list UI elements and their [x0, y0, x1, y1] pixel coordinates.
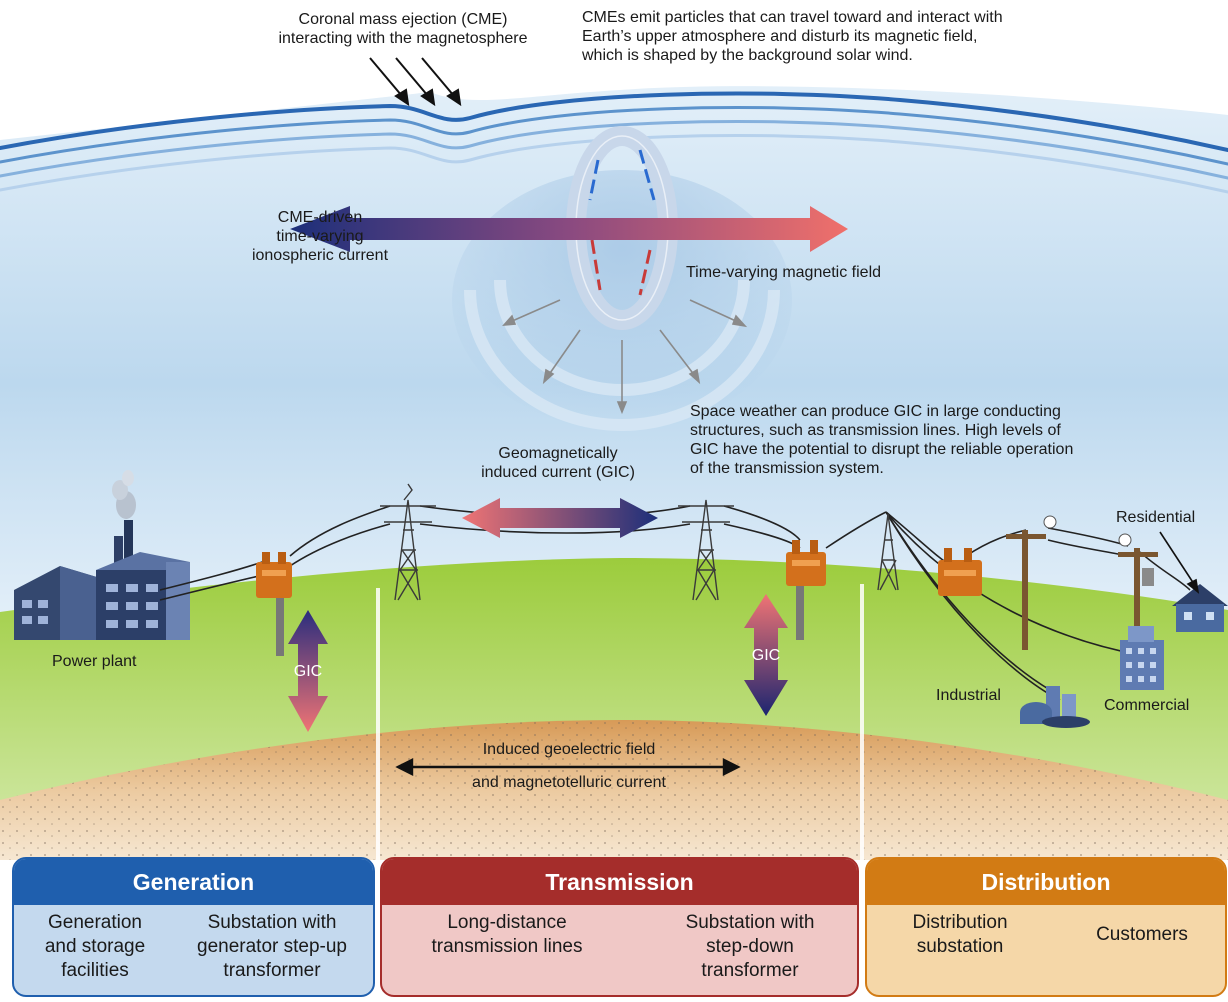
distribution-substation-icon — [938, 548, 982, 596]
magnetic-field-label: Time-varying magnetic field — [686, 264, 882, 281]
commercial-building-icon — [1120, 626, 1164, 690]
distribution-substation-label: Distribution substation — [912, 912, 1008, 957]
upper-atmosphere — [0, 0, 1228, 140]
gic-right-label: GIC — [751, 647, 781, 664]
field-arrows — [502, 299, 748, 415]
transmission-lines-label: Long-distance transmission lines — [431, 912, 583, 957]
geoelectric-label-line1: Induced geoelectric field — [482, 741, 656, 758]
transmission-body: Long-distance transmission lines Substat… — [382, 905, 857, 995]
geoelectric-field-arrow — [395, 758, 741, 776]
transmission-substation-label: Substation with step-down transformer — [685, 912, 815, 981]
utility-poles-icon — [1006, 515, 1158, 650]
residential-house-icon — [1172, 584, 1228, 632]
gic-left-arrow — [288, 610, 328, 732]
generation-substation-label: Substation with generator step-up transf… — [197, 912, 347, 981]
distribution-body: Distribution substation Customers — [867, 905, 1225, 995]
distribution-title: Distribution — [867, 859, 1225, 905]
industrial-facility-icon — [1020, 686, 1090, 728]
cme-description: CMEs emit particles that can travel towa… — [582, 9, 1003, 64]
gic-left-label: GIC — [293, 663, 323, 680]
generation-body: Generation and storage facilities Substa… — [14, 905, 373, 995]
ionospheric-current-arrow — [290, 206, 848, 252]
generation-title: Generation — [14, 859, 373, 905]
power-plant-icon — [14, 470, 190, 640]
cme-arrows — [369, 57, 462, 107]
gic-right-arrow — [744, 594, 788, 716]
ionospheric-current-label: CME-driven time-varying ionospheric curr… — [251, 209, 389, 264]
magnetosphere-lines — [0, 91, 1228, 194]
transmission-tower-left-icon — [380, 483, 436, 601]
generation-facilities-label: Generation and storage facilities — [44, 912, 146, 981]
transmission-panel: Transmission Long-distance transmission … — [380, 857, 859, 997]
power-plant-label: Power plant — [52, 653, 137, 670]
step-down-transformer-icon — [786, 540, 826, 640]
residential-label: Residential — [1116, 509, 1196, 526]
generation-panel: Generation Generation and storage facili… — [12, 857, 375, 997]
generator-transformer-icon — [256, 552, 292, 656]
distribution-panel: Distribution Distribution substation Cus… — [865, 857, 1227, 997]
gic-horizontal-arrow — [462, 498, 658, 538]
transmission-title: Transmission — [382, 859, 857, 905]
industrial-label: Industrial — [936, 687, 1001, 704]
soil-texture — [0, 720, 1228, 860]
divider-generation-transmission — [376, 588, 380, 860]
transmission-tower-right-icon — [678, 499, 734, 601]
residential-pointer-arrow — [1159, 531, 1200, 594]
divider-transmission-distribution — [860, 584, 864, 860]
customers-label: Customers — [1096, 924, 1188, 945]
gic-description: Space weather can produce GIC in large c… — [690, 403, 1074, 477]
commercial-label: Commercial — [1104, 697, 1190, 714]
distribution-tower-icon — [877, 513, 899, 591]
geoelectric-label-line2: and magnetotelluric current — [472, 774, 666, 791]
gic-label: Geomagnetically induced current (GIC) — [481, 445, 635, 481]
cme-label: Coronal mass ejection (CME) interacting … — [278, 11, 528, 47]
